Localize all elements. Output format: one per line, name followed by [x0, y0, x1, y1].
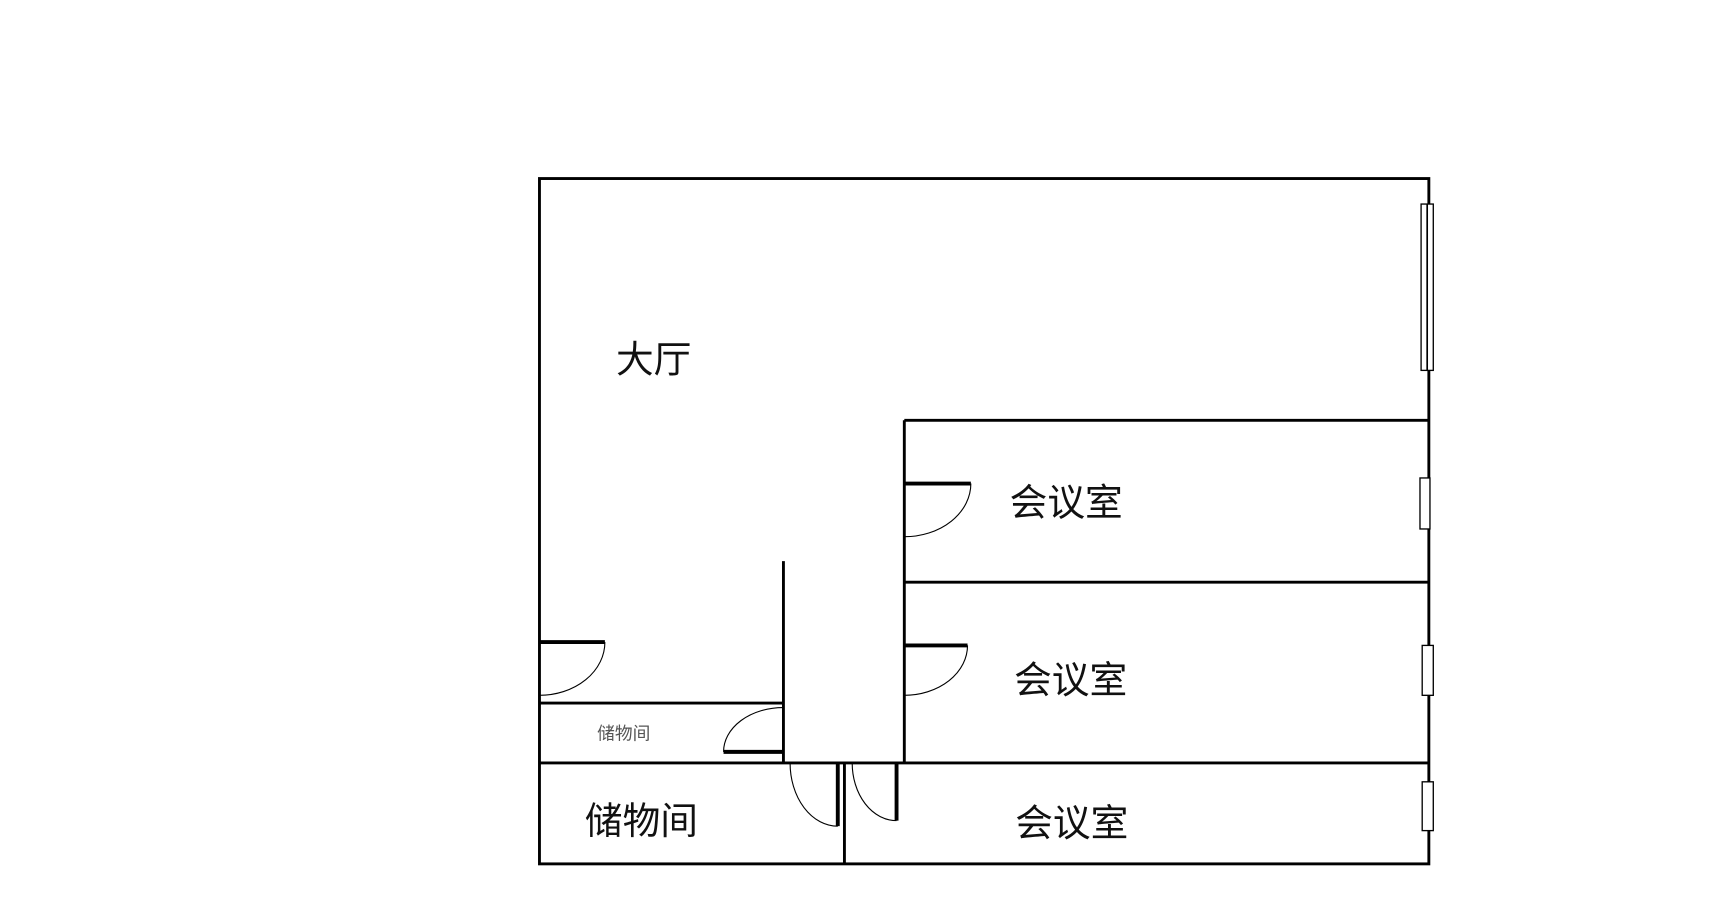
- door-meeting-1: [904, 481, 972, 538]
- door-meeting-2: [904, 643, 969, 696]
- window-meeting-2: [1421, 644, 1434, 696]
- label-meeting-1: 会议室: [1010, 481, 1123, 525]
- outer-wall: [538, 177, 1431, 866]
- label-meeting-3: 会议室: [1015, 801, 1128, 845]
- door-storage-large: [789, 762, 840, 827]
- window-hall: [1420, 203, 1434, 372]
- window-meeting-1: [1419, 477, 1431, 530]
- door-meeting-3: [851, 762, 899, 822]
- windows: [1419, 203, 1434, 832]
- doors: [539, 481, 972, 827]
- label-storage-large: 储物间: [585, 799, 698, 843]
- door-storage-small: [722, 706, 784, 754]
- room-labels: 大厅 会议室 会议室 会议室 储物间 储物间: [585, 338, 1128, 846]
- door-hall-left: [539, 640, 606, 696]
- label-storage-small: 储物间: [597, 724, 650, 745]
- label-meeting-2: 会议室: [1014, 658, 1127, 702]
- label-hall: 大厅: [616, 338, 691, 382]
- window-meeting-3: [1421, 781, 1434, 832]
- walls: [538, 177, 1431, 866]
